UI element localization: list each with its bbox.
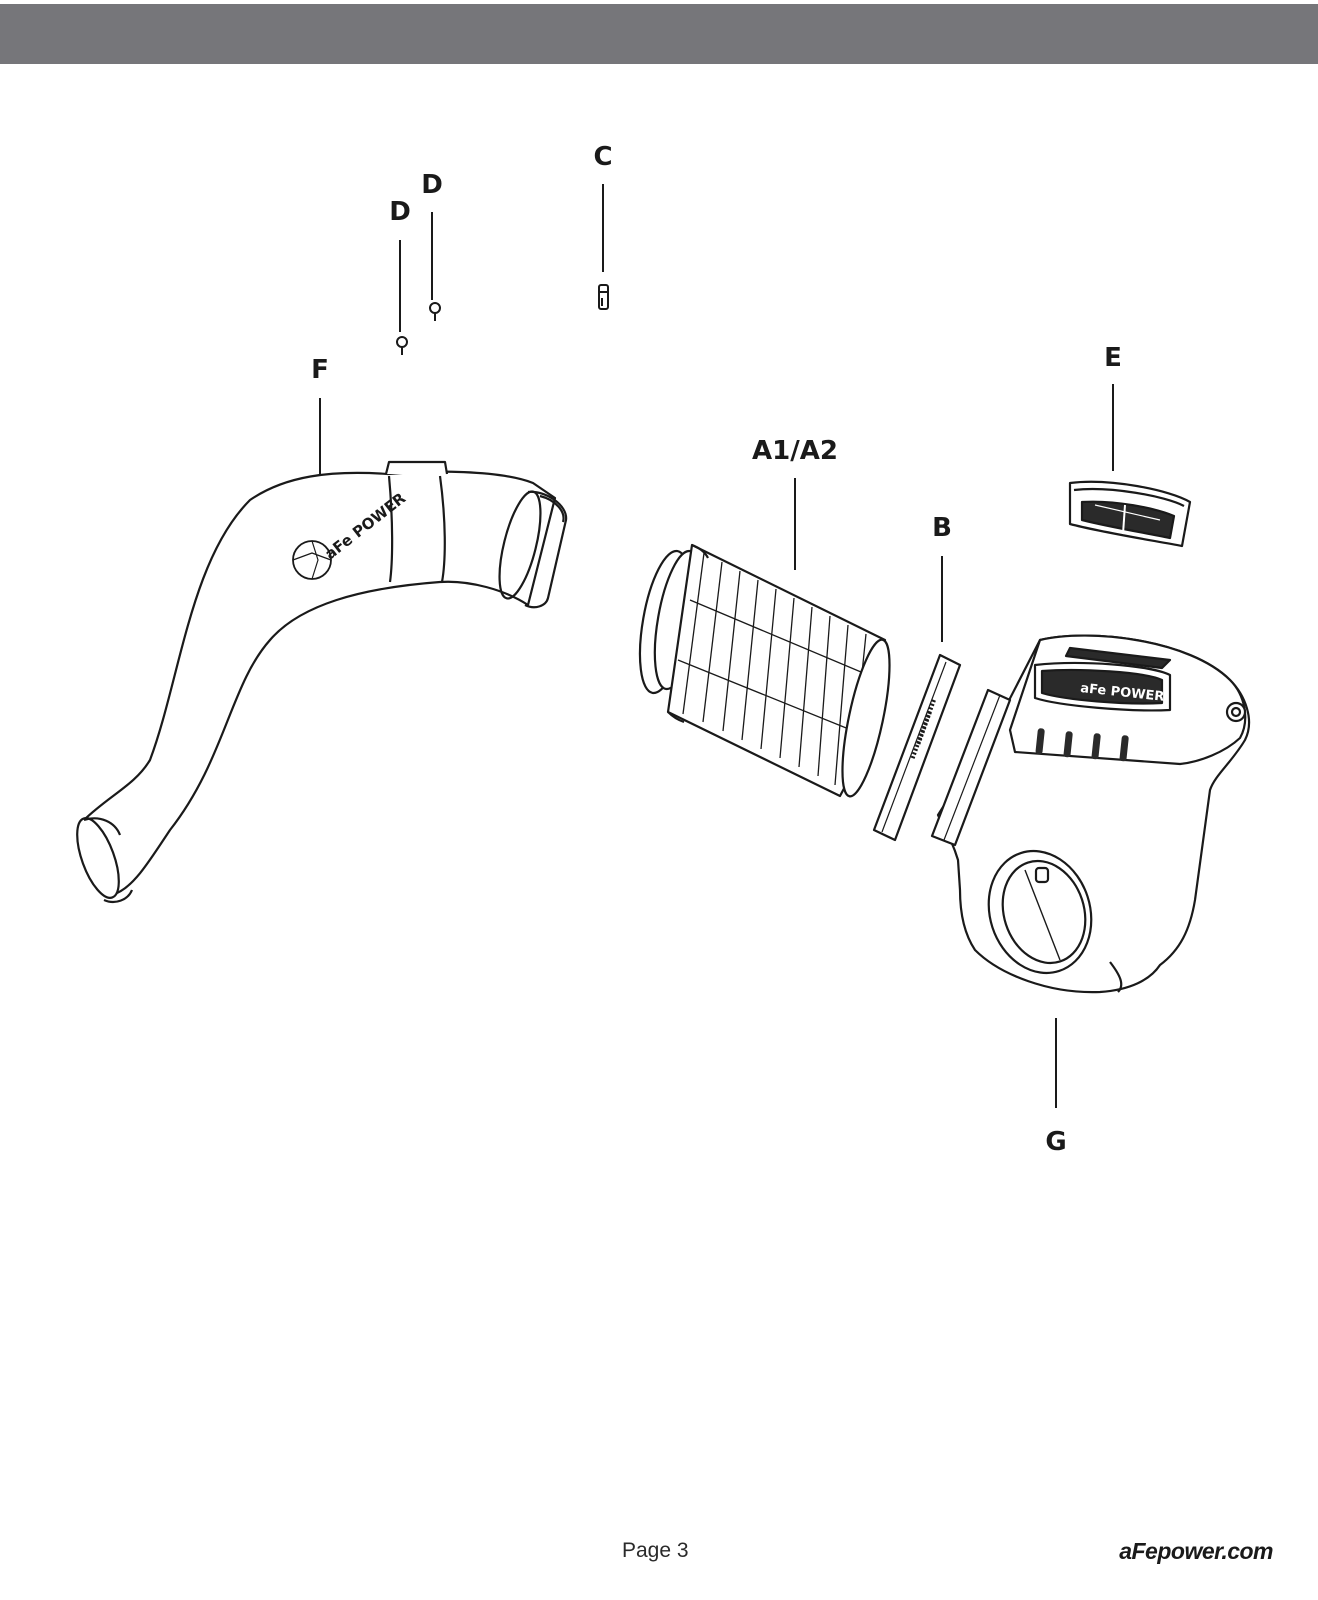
callout-e-label: E: [1104, 343, 1122, 373]
callout-d-label-left: D: [389, 197, 411, 227]
callout-a1a2-label: A1/A2: [752, 436, 838, 466]
part-c-bolt: [598, 284, 609, 310]
part-a1a2-air-filter: [638, 543, 891, 798]
part-f-intake-tube: aFe POWER: [76, 460, 568, 904]
part-e-scoop: [1068, 480, 1192, 548]
part-d-screw-right: [429, 302, 441, 321]
page-number: Page 3: [622, 1539, 689, 1562]
tube-logo: [292, 540, 332, 580]
callout-c-label: C: [593, 142, 612, 172]
callout-d-label-right: D: [421, 170, 443, 200]
header-bar: [0, 4, 1318, 64]
website-link[interactable]: aFepower.com: [1119, 1538, 1273, 1564]
callout-f-label: F: [311, 355, 329, 385]
callout-b-label: B: [932, 513, 952, 543]
part-g-air-box: aFe POWER: [930, 634, 1250, 994]
part-d-screw-left: [396, 336, 408, 355]
callout-g-label: G: [1045, 1127, 1066, 1157]
part-b-gasket: [872, 653, 962, 842]
